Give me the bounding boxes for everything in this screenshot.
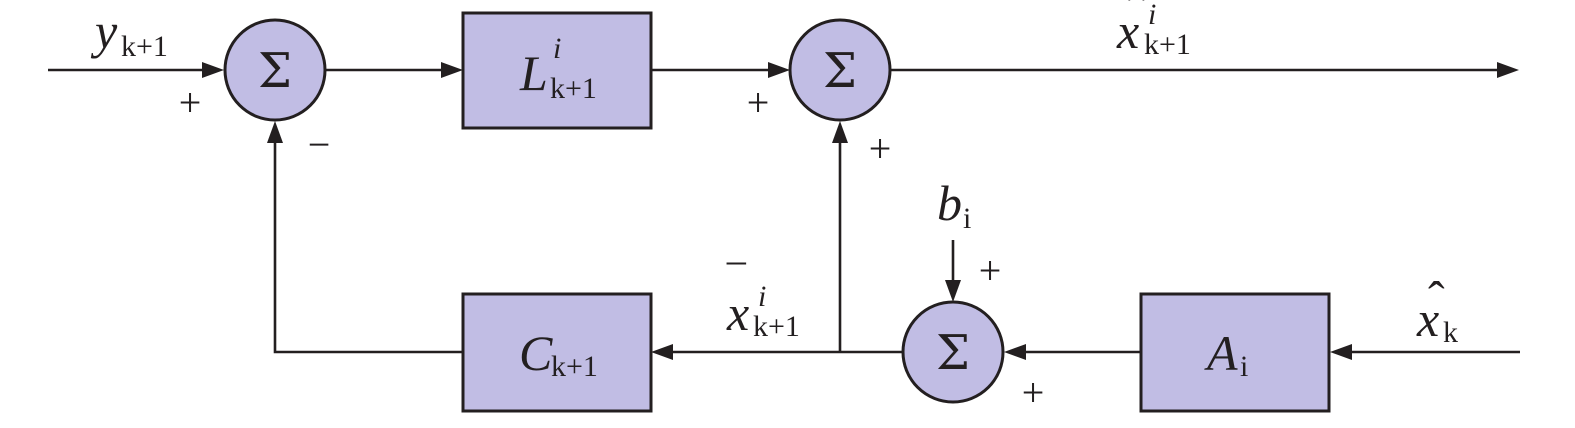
- arrow-into-sum1: [202, 62, 224, 78]
- arrow-into-A: [1330, 344, 1352, 360]
- sum3-sign-top: +: [979, 248, 1002, 293]
- arrow-into-C: [651, 344, 673, 360]
- sum3-sigma: Σ: [936, 325, 970, 381]
- signal-xhat-k-main: x: [1416, 291, 1439, 347]
- signal-label-xhat-k: ˆ x k: [1416, 271, 1458, 349]
- block-L-box: [461, 11, 653, 130]
- C-feedback-line: [273, 140, 463, 354]
- sum1-circle: [223, 18, 327, 122]
- block-L-main: L: [519, 45, 548, 101]
- arrow-into-sum2: [768, 62, 790, 78]
- block-C-sub: k+1: [551, 350, 598, 383]
- block-A: A i: [1139, 292, 1331, 413]
- block-L: L i k+1: [461, 11, 653, 130]
- signal-xbar-bar: ‾: [726, 257, 747, 313]
- arrowheads: [202, 62, 1519, 360]
- sum2-circle: [788, 18, 892, 122]
- sum3-sign-bottom: +: [1022, 370, 1045, 415]
- signal-xhat-out-sub: k+1: [1144, 28, 1191, 61]
- block-L-sup: i: [553, 32, 561, 65]
- svg-text:L: L: [519, 45, 548, 101]
- signal-xbar-sup: i: [758, 280, 766, 313]
- signal-y-sub: k+1: [121, 30, 168, 63]
- signal-xbar-main: x: [726, 285, 749, 341]
- signal-b-sub: i: [963, 202, 971, 235]
- sum2-sigma: Σ: [823, 43, 857, 99]
- signal-xbar-sub: k+1: [753, 310, 800, 343]
- signal-label-b: b i: [937, 175, 971, 235]
- summing-junction-1: Σ + −: [179, 18, 331, 167]
- signal-label-y: y k+1: [90, 3, 168, 63]
- arrow-into-L: [441, 62, 463, 78]
- signal-xhat-k-sub: k: [1443, 316, 1458, 349]
- signal-label-xhat-output: ˆ x i k+1: [1116, 0, 1191, 61]
- sum1-sign-minus: −: [308, 122, 331, 167]
- arrow-up-into-sum2: [832, 121, 848, 143]
- block-C: C k+1: [461, 292, 653, 413]
- block-A-main: A: [1204, 325, 1238, 381]
- signal-xhat-k-hat: ˆ: [1428, 271, 1445, 327]
- signal-y-main: y: [90, 3, 118, 59]
- sum2-sign-bottom: +: [869, 126, 892, 171]
- signal-xhat-out-sup: i: [1148, 0, 1156, 31]
- sum1-sign-plus: +: [179, 80, 202, 125]
- block-L-sub: k+1: [550, 72, 597, 105]
- block-C-box: [461, 292, 653, 413]
- signal-xhat-out-main: x: [1116, 3, 1139, 59]
- signal-label-xbar: ‾ x i k+1: [726, 257, 800, 343]
- sum2-sign-left: +: [747, 80, 770, 125]
- connection-lines: [48, 68, 1520, 354]
- summing-junction-2: Σ + +: [747, 18, 892, 171]
- arrow-output: [1497, 62, 1519, 78]
- arrow-up-into-sum1: [267, 121, 283, 143]
- arrow-into-sum3: [1004, 344, 1026, 360]
- signal-xhat-out-hat: ˆ: [1128, 0, 1145, 39]
- sum1-sigma: Σ: [258, 43, 292, 99]
- signal-b-main: b: [937, 175, 962, 231]
- arrow-down-into-sum3: [945, 280, 961, 302]
- summing-junction-3: Σ + +: [901, 248, 1045, 415]
- block-C-main: C: [519, 325, 553, 381]
- block-A-sub: i: [1240, 350, 1248, 383]
- block-A-box: [1139, 292, 1331, 413]
- sum3-circle: [901, 300, 1005, 404]
